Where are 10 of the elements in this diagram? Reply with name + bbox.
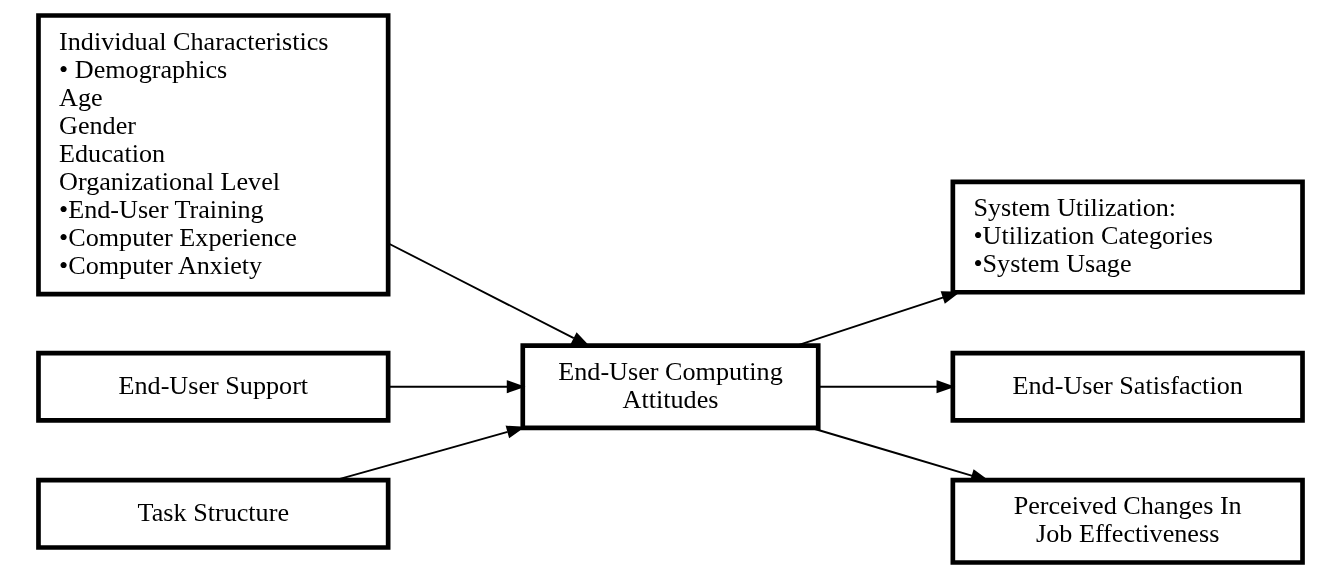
node-box: End-User Computing Attitudes <box>519 343 821 431</box>
arrow <box>387 380 525 394</box>
node-box: End-User Satisfaction <box>950 350 1305 423</box>
node-box: End-User Support <box>35 350 390 423</box>
node-box: Perceived Changes In Job Effectiveness <box>950 477 1305 565</box>
arrow <box>796 291 961 347</box>
node-box: Individual Characteristics • Demographics Age Gender Education Organizational Level •End-User Training •Computer Experience •Computer Anxiety <box>35 13 390 297</box>
node-box: Task Structure <box>35 477 390 550</box>
arrow <box>387 242 590 347</box>
node-box: System Utilization: •Utilization Categories •System Usage <box>950 179 1305 295</box>
